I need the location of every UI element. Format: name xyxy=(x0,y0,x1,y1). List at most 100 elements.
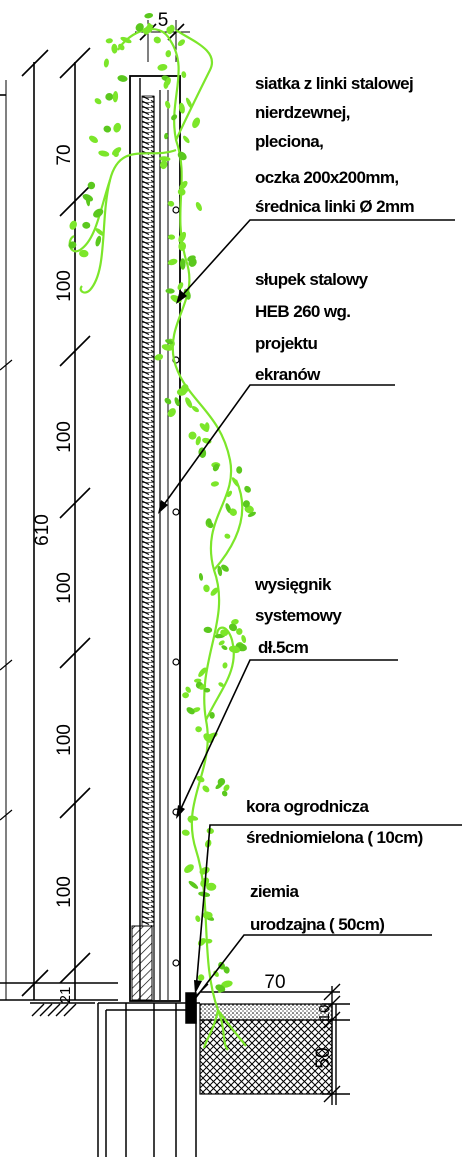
leaf xyxy=(178,231,187,243)
leaf xyxy=(111,147,122,156)
dim-bed-width: 70 xyxy=(264,972,285,993)
leaf xyxy=(177,39,186,47)
leaf xyxy=(181,71,187,78)
leaf xyxy=(236,466,243,474)
leaf xyxy=(198,667,207,677)
leaf xyxy=(167,234,176,240)
leaf xyxy=(188,431,197,440)
dim-segment-4: 100 xyxy=(54,572,75,604)
label-bark-line-2: średniomielona ( 10cm) xyxy=(246,828,423,847)
dim-base: 21 xyxy=(57,987,74,1004)
leaf xyxy=(165,77,171,86)
label-post-line-1: słupek stalowy xyxy=(255,270,369,289)
leaf xyxy=(182,692,189,699)
leaf xyxy=(210,587,219,596)
leaf xyxy=(165,50,172,58)
leaf xyxy=(187,255,196,262)
leaf xyxy=(171,114,178,121)
leaf xyxy=(94,98,102,105)
leaf xyxy=(112,91,119,103)
leaf xyxy=(203,733,214,743)
leaf xyxy=(165,339,174,345)
leaf xyxy=(195,201,203,212)
label-post-line-4: ekranów xyxy=(255,365,321,384)
leaf xyxy=(209,712,215,719)
leaf xyxy=(69,220,77,230)
leaf xyxy=(218,682,224,687)
leaf xyxy=(191,406,200,413)
leaf xyxy=(204,422,210,431)
leaf xyxy=(231,477,240,487)
leaf xyxy=(194,678,202,683)
leaf xyxy=(165,288,175,294)
steel-post xyxy=(129,75,181,1002)
leaf xyxy=(82,221,91,229)
leaf xyxy=(212,463,220,472)
leaf xyxy=(203,584,210,593)
label-post-line-3: projektu xyxy=(255,334,317,353)
leaf xyxy=(87,181,96,190)
dim-bark-depth: 10 xyxy=(316,1005,333,1022)
label-post: słupek stalowy HEB 260 wg. projektu ekra… xyxy=(255,270,369,384)
label-post-line-2: HEB 260 wg. xyxy=(255,302,350,321)
leaf xyxy=(93,208,104,218)
leaf xyxy=(205,938,213,944)
dim-segment-3: 100 xyxy=(54,421,75,453)
leaf xyxy=(153,36,161,44)
label-bark: kora ogrodnicza średniomielona ( 10cm) xyxy=(246,797,423,847)
dim-soil-depth: 50 xyxy=(313,1047,334,1068)
leaf xyxy=(165,100,171,109)
leaf xyxy=(221,980,233,988)
label-soil-line-1: ziemia xyxy=(250,882,300,901)
leaf xyxy=(166,26,173,35)
leaf xyxy=(198,573,204,581)
leaf xyxy=(98,150,110,157)
leaf xyxy=(182,135,190,144)
leaf xyxy=(103,58,109,68)
leaf xyxy=(79,249,89,258)
label-mesh-line-1: siatka z linki stalowej xyxy=(255,74,413,93)
bed-dimensions xyxy=(191,983,350,1105)
leaf xyxy=(68,241,77,249)
leaf xyxy=(242,500,250,508)
leaf xyxy=(95,235,102,247)
leaf xyxy=(226,490,233,498)
leaf xyxy=(203,626,213,634)
leaf xyxy=(111,43,118,54)
leaf xyxy=(164,397,172,405)
leaf xyxy=(177,151,187,161)
leaf xyxy=(120,36,132,44)
leaf xyxy=(185,397,193,408)
leaf xyxy=(188,815,199,821)
leaf xyxy=(195,726,202,733)
leaf xyxy=(199,866,210,875)
planting-bed xyxy=(199,1003,333,1095)
leaf xyxy=(103,125,112,133)
label-mesh: siatka z linki stalowej nierdzewnej, ple… xyxy=(255,74,415,216)
leaf xyxy=(105,38,113,44)
leaf xyxy=(167,408,176,418)
leaf xyxy=(177,282,184,290)
leaf xyxy=(95,228,105,237)
leaf xyxy=(195,436,201,446)
leaf xyxy=(197,974,205,981)
leaf xyxy=(199,684,207,690)
leaf xyxy=(192,117,201,129)
leaf xyxy=(247,511,256,518)
vertical-dimension-chain xyxy=(0,20,190,1001)
leaf xyxy=(223,966,230,974)
label-bracket-line-1: wysięgnik xyxy=(254,575,332,594)
leaf xyxy=(221,564,229,572)
leaf xyxy=(244,485,251,493)
leaf xyxy=(202,785,210,793)
label-mesh-line-3: pleciona, xyxy=(255,132,323,151)
leaf xyxy=(195,915,201,923)
leaf xyxy=(202,911,211,919)
leaf xyxy=(184,864,194,873)
leaf xyxy=(177,188,186,196)
leaf xyxy=(186,707,195,715)
leaf xyxy=(188,880,199,889)
ground-line xyxy=(30,1002,95,1017)
leaf xyxy=(179,180,188,190)
